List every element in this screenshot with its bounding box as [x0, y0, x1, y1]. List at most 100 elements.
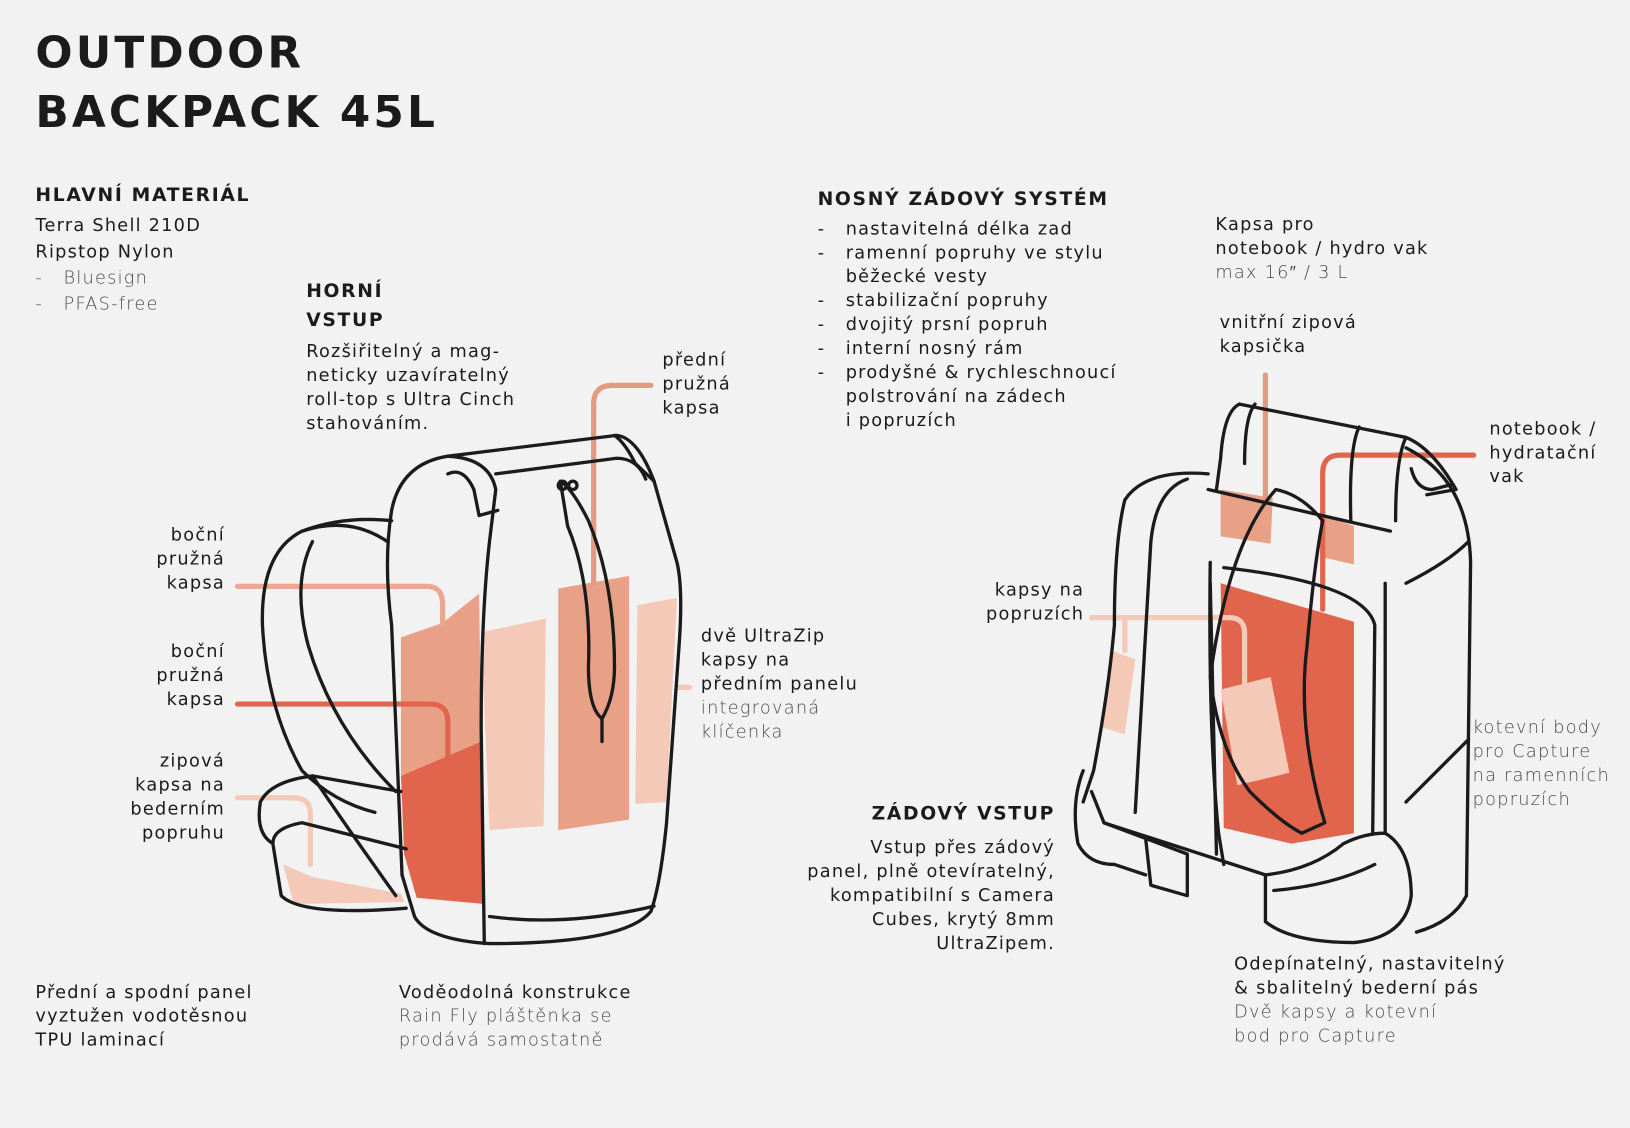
waterproof-note: Voděodolná konstrukce Rain Fly pláštěnka…: [399, 981, 632, 1053]
carry-system-item-text: interní nosný rám: [845, 338, 1024, 360]
material-line: Terra Shell 210D: [35, 215, 202, 237]
label-line: kotevní body: [1472, 717, 1603, 739]
hipbelt-note: Odepínatelný, nastavitelný & sbalitelný …: [1234, 953, 1505, 1049]
bullet-dash: -: [817, 314, 826, 336]
label-line: pro Capture: [1472, 741, 1592, 763]
note-subline: Rain Fly pláštěnka se: [398, 1006, 613, 1027]
note-line: Voděodolná konstrukce: [398, 982, 632, 1003]
back-entry-text: kompatibilní s Camera: [829, 885, 1056, 907]
label-capture-points: kotevní body pro Capture na ramenních po…: [1473, 717, 1610, 813]
bullet-dash: -: [35, 293, 44, 315]
carry-system-item-text: prodyšné & rychleschnoucí: [845, 362, 1117, 384]
inner-zip-pocket-fill: [1220, 489, 1273, 544]
material-line: Ripstop Nylon: [35, 241, 175, 263]
back-entry-text: Cubes, krytý 8mm: [872, 909, 1056, 931]
label-line: popruhu: [141, 822, 225, 844]
right-backpack-highlights: [1100, 489, 1354, 844]
strap-pocket-right-fill: [1220, 676, 1290, 786]
right-backpack-outline: [1073, 402, 1473, 945]
leader-side-pocket-2: [234, 701, 451, 763]
back-entry-heading: ZÁDOVÝ VSTUP: [871, 802, 1056, 825]
top-entry-section: HORNÍ VSTUP Rozšiřitelný a mag- neticky …: [306, 277, 515, 436]
carry-system-item: -dvojitý prsní popruh: [818, 313, 1117, 337]
title-line-2: BACKPACK 45L: [35, 86, 438, 138]
carry-system-section: NOSNÝ ZÁDOVÝ SYSTÉM -nastavitelná délka …: [818, 187, 1117, 433]
note-line: & sbalitelný bederní pás: [1234, 977, 1480, 999]
top-entry-text: stahováním.: [306, 413, 430, 435]
label-subline: max 16″ / 3 L: [1215, 262, 1349, 284]
note-line: Přední a spodní panel: [35, 982, 253, 1003]
side-pocket-upper-fill: [400, 593, 482, 776]
material-bullet: -Bluesign: [35, 266, 250, 292]
bottom-panel-note: Přední a spodní panel vyztužen vodotěsno…: [35, 981, 252, 1053]
label-line: boční: [170, 524, 225, 546]
leader-hip-pocket: [234, 795, 313, 868]
carry-system-item-text: nastavitelná délka zad: [845, 218, 1073, 240]
label-line: notebook /: [1489, 418, 1597, 440]
carry-system-item-text: běžecké vesty: [845, 266, 989, 288]
note-subline: Dvě kapsy a kotevní: [1234, 1001, 1438, 1023]
label-line: předním panelu: [700, 673, 859, 695]
label-inner-zip-pocket: vnitřní zipová kapsička: [1220, 311, 1357, 359]
material-heading: HLAVNÍ MATERIÁL: [35, 184, 251, 207]
label-laptop-pocket: Kapsa pro notebook / hydro vak max 16″ /…: [1215, 214, 1428, 286]
top-entry-text: neticky uzavíratelný: [306, 365, 510, 387]
label-line: bederním: [130, 798, 225, 820]
bullet-dash: -: [35, 267, 44, 289]
top-entry-heading: VSTUP: [306, 309, 385, 332]
label-side-pocket-2: boční pružná kapsa: [156, 641, 225, 713]
label-line: popruzích: [985, 604, 1085, 625]
label-line: pružná: [662, 373, 732, 395]
label-line: kapsa: [662, 397, 721, 419]
label-line: kapsy na: [700, 649, 791, 671]
label-line: vnitřní zipová: [1219, 312, 1358, 334]
top-entry-text: Rozšiřitelný a mag-: [306, 341, 501, 363]
label-strap-pockets: kapsy na popruzích: [986, 579, 1084, 627]
label-line: pružná: [156, 548, 225, 570]
label-line: pružná: [156, 665, 225, 687]
label-line: dvě UltraZip: [700, 625, 826, 647]
bullet-dash: -: [817, 218, 826, 240]
title-line-1: OUTDOOR: [35, 27, 305, 79]
label-line: kapsa na: [135, 774, 225, 796]
front-pocket-right-fill: [635, 597, 677, 805]
note-line: Odepínatelný, nastavitelný: [1234, 954, 1506, 975]
front-pocket-left-fill: [481, 618, 546, 831]
carry-system-item: -nastavitelná délka zad: [818, 218, 1117, 242]
leader-front-pocket: [591, 382, 654, 586]
note-line: vyztužen vodotěsnou: [35, 1006, 249, 1027]
carry-system-item-text: ramenní popruhy ve stylu: [845, 242, 1104, 264]
hip-pocket-fill: [283, 864, 405, 905]
carry-system-list: -nastavitelná délka zad-ramenní popruhy …: [818, 218, 1117, 434]
label-hip-pocket: zipová kapsa na bederním popruhu: [130, 750, 225, 846]
carry-system-item-text: polstrování na zádech: [845, 386, 1067, 408]
top-entry-heading: HORNÍ: [306, 280, 384, 303]
label-side-pocket-1: boční pružná kapsa: [156, 524, 225, 596]
note-subline: bod pro Capture: [1234, 1025, 1397, 1047]
label-ultrazip-pockets: dvě UltraZip kapsy na předním panelu int…: [701, 625, 858, 745]
leader-notebook: [1320, 452, 1477, 612]
bullet-text: Bluesign: [63, 267, 149, 289]
carry-system-item: -interní nosný rám: [818, 337, 1117, 361]
carry-system-item-text: dvojitý prsní popruh: [845, 314, 1049, 336]
material-section: HLAVNÍ MATERIÁL Terra Shell 210D Ripstop…: [35, 183, 250, 317]
carry-system-heading: NOSNÝ ZÁDOVÝ SYSTÉM: [817, 188, 1109, 211]
label-line: přední: [662, 349, 727, 371]
back-entry-text: Vstup přes zádový: [870, 837, 1056, 859]
label-line: kapsy na: [994, 580, 1085, 601]
carry-system-item: -stabilizační popruhy: [818, 290, 1117, 314]
material-bullet: -PFAS-free: [35, 292, 250, 318]
top-entry-text: roll-top s Ultra Cinch: [306, 389, 516, 411]
label-line: zipová: [159, 750, 225, 772]
label-line: popruzích: [1472, 789, 1571, 811]
left-backpack-outline: [257, 433, 683, 946]
label-line: kapsa: [166, 572, 225, 594]
bullet-dash: -: [817, 362, 826, 384]
leader-strap-pockets: [1088, 615, 1248, 690]
left-leader-lines: [234, 382, 693, 868]
label-subline: integrovaná: [700, 697, 821, 719]
label-line: boční: [170, 641, 225, 663]
